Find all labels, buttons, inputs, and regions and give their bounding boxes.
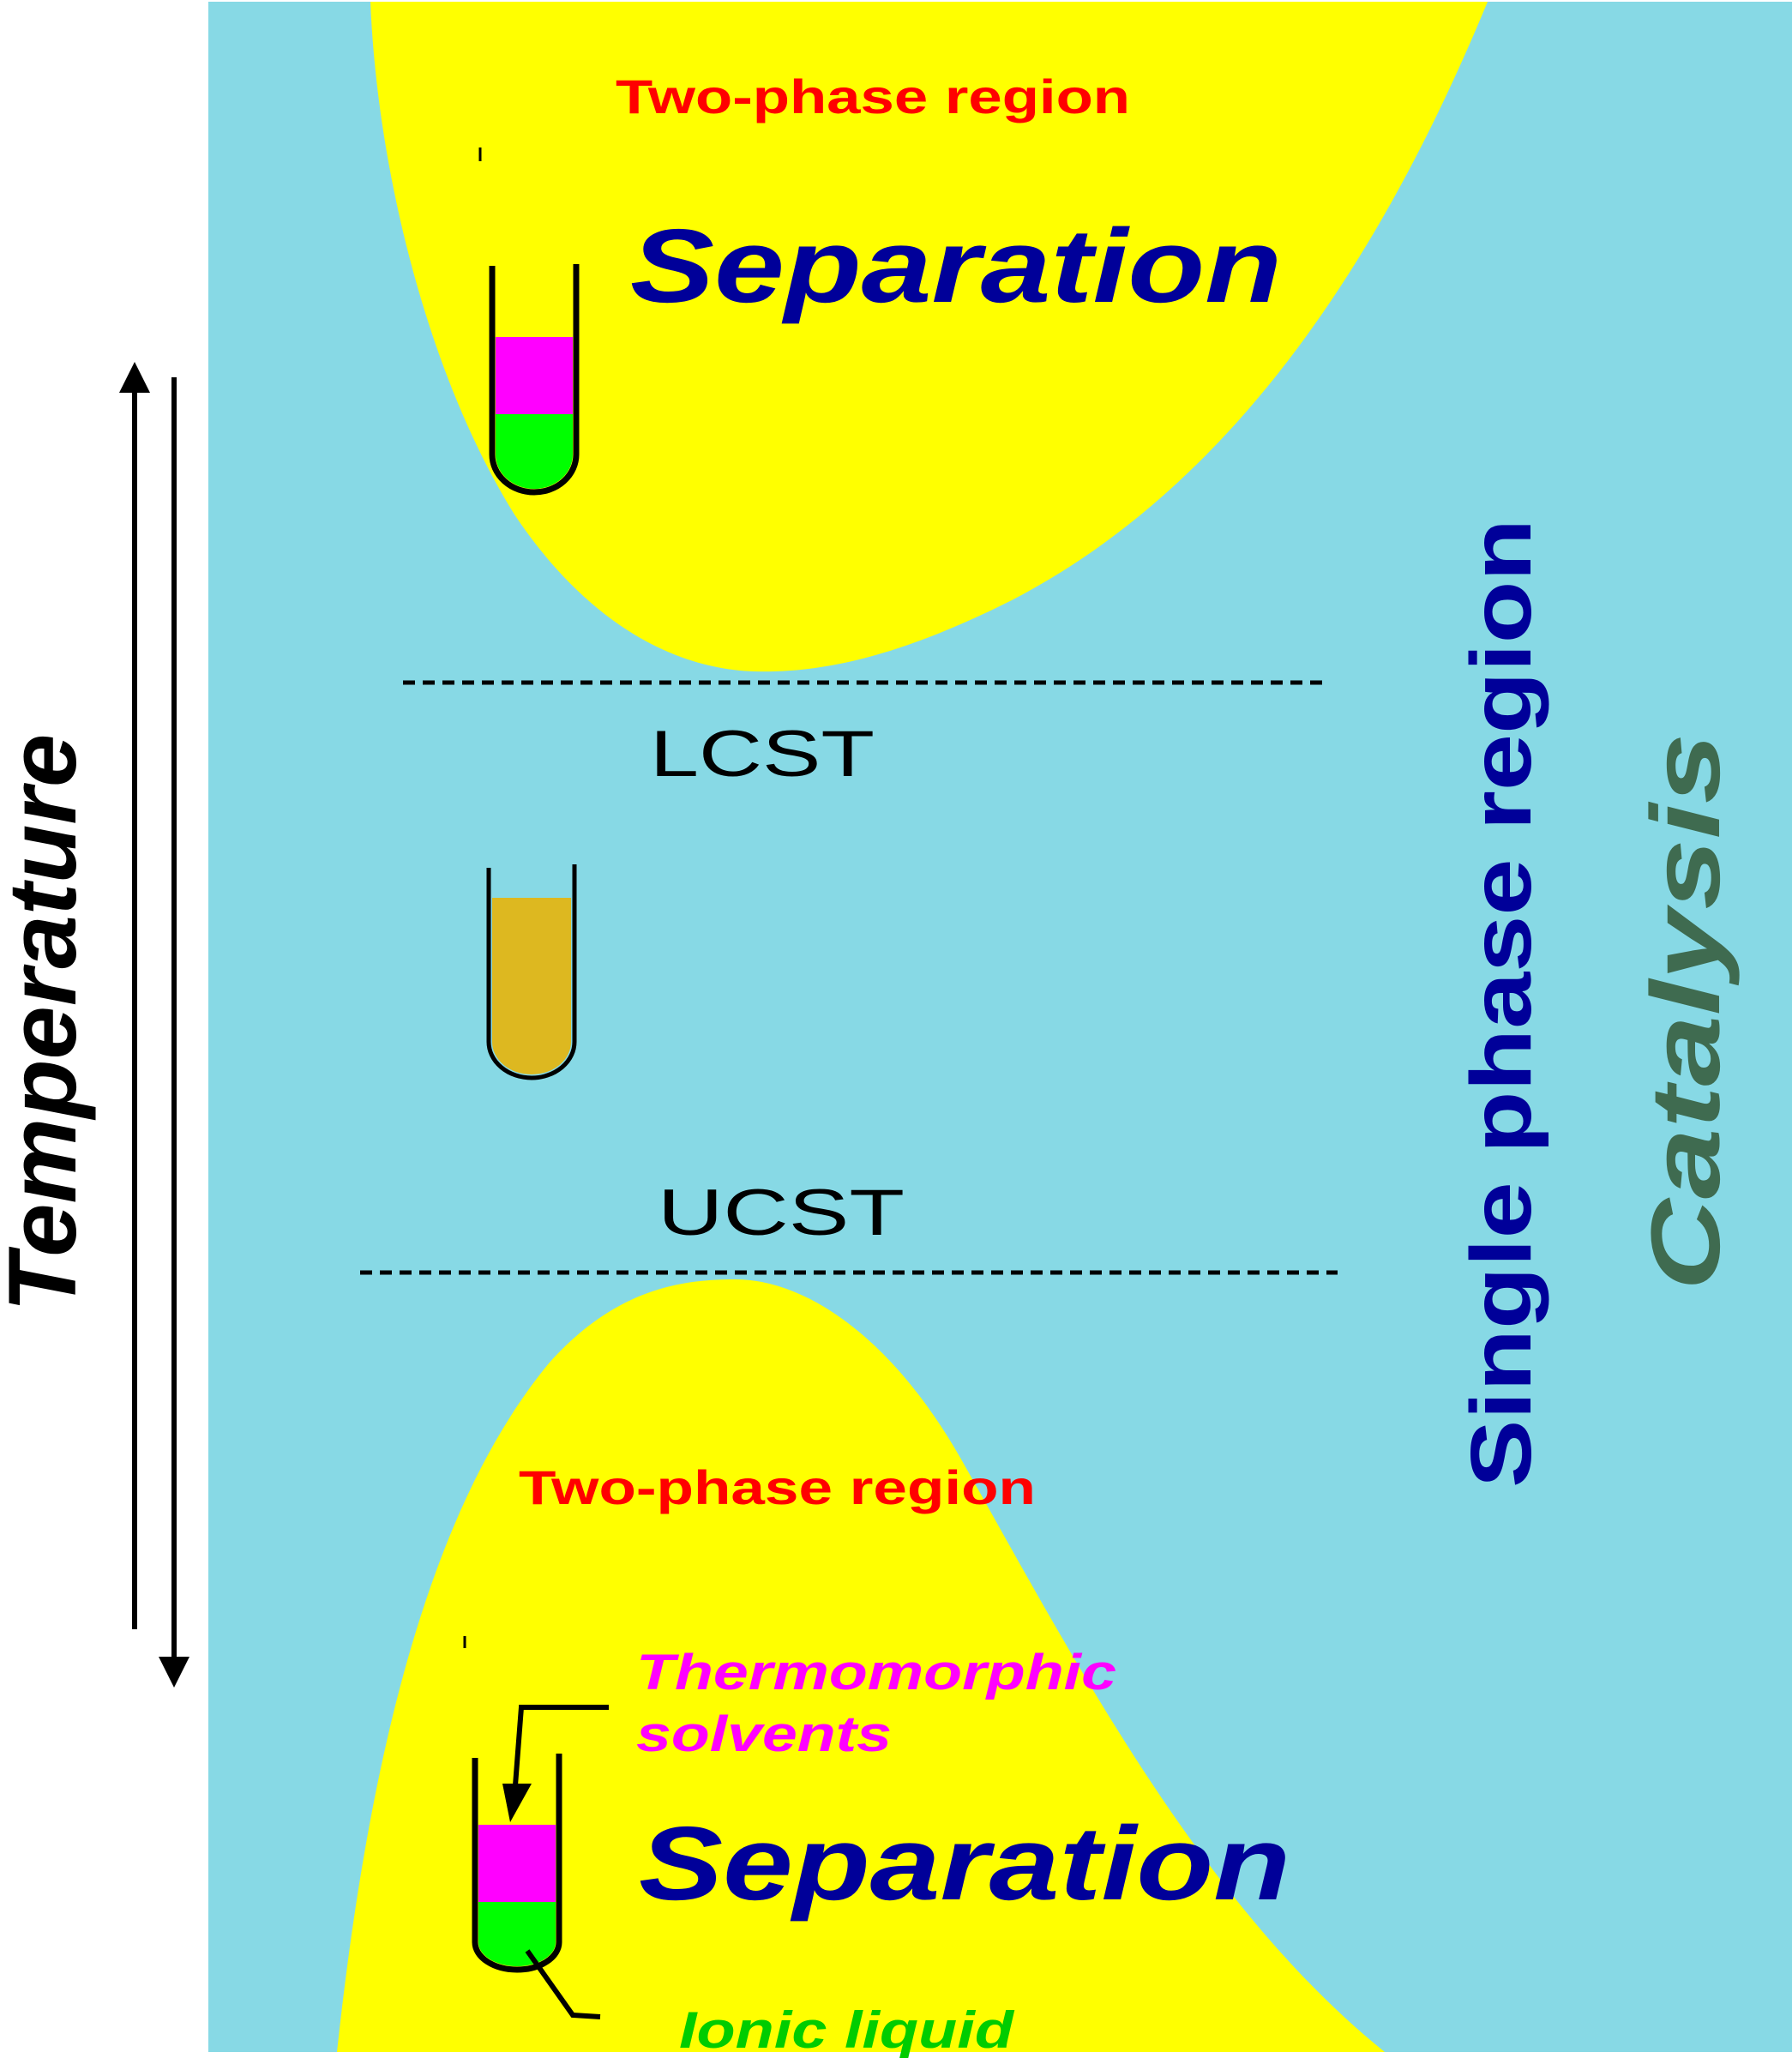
top-two-phase-label: Two-phase region [616, 69, 1130, 123]
ionic-liquid-pointer-line [525, 1949, 601, 2019]
top-tube-glass-outline [489, 264, 580, 496]
thermomorphic-pointer-arrowhead [502, 1784, 532, 1822]
test-tube-top [478, 147, 580, 496]
bottom-tube-glass-outline [472, 1754, 562, 1973]
bottom-two-phase-region [337, 1279, 1385, 2052]
middle-tube-glass-outline [486, 864, 577, 1080]
temperature-axis-label: Temperature [0, 734, 96, 1312]
ionic-liquid-label: Ionic liquid [679, 2001, 1015, 2058]
bottom-tube-lower-phase [478, 1902, 556, 1966]
thermomorphic-label-line2: solvents [636, 1706, 892, 1762]
single-phase-region-label: Single phase region [1453, 519, 1549, 1488]
lcst-label: LCST [650, 718, 875, 791]
thermomorphic-pointer-line [512, 1705, 609, 1797]
bottom-tube-upper-phase [478, 1825, 556, 1902]
top-separation-label: Separation [630, 208, 1282, 324]
ucst-label: UCST [658, 1176, 905, 1249]
bottom-two-phase-label: Two-phase region [519, 1460, 1036, 1514]
test-tube-bottom [463, 1636, 562, 1973]
catalysis-label: Catalysis [1632, 733, 1741, 1291]
top-tube-upper-phase [496, 337, 573, 414]
top-two-phase-region [370, 2, 1488, 672]
test-tube-middle [486, 864, 577, 1080]
top-tube-lower-phase [496, 414, 573, 489]
thermomorphic-label-line1: Thermomorphic [636, 1645, 1116, 1700]
bottom-separation-label: Separation [639, 1805, 1290, 1922]
middle-tube-single-phase [492, 898, 571, 1074]
